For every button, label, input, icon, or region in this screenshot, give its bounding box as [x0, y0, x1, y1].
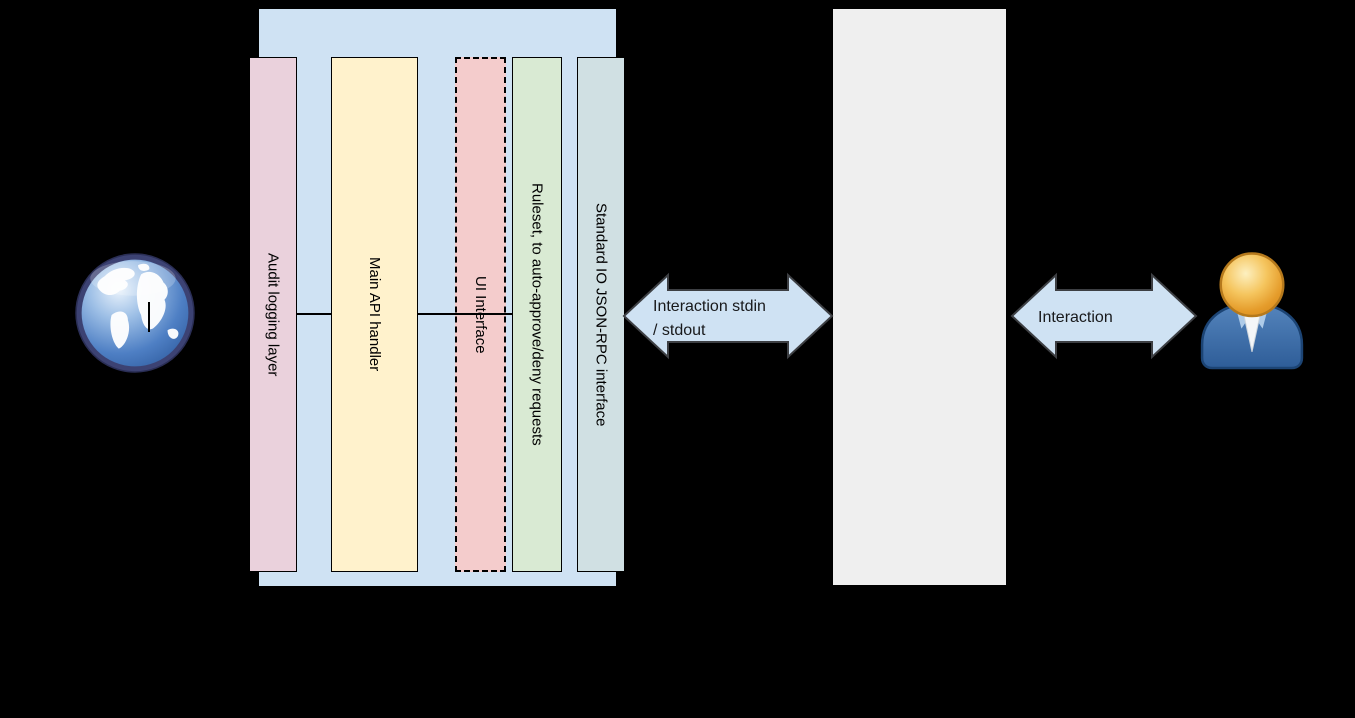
double-arrow-icon [622, 272, 834, 360]
globe-icon-graphic [75, 253, 195, 373]
main-api-handler-label: Main API handler [366, 257, 383, 372]
stdio-arrow-label-line1: Interaction stdin [653, 298, 766, 315]
stdio-arrow-label-line2: / stdout [653, 322, 706, 339]
double-arrow-icon [1010, 272, 1198, 360]
stdio-interaction-arrow: Interaction stdin / stdout [622, 272, 834, 360]
globe-icon [74, 252, 196, 374]
user-arrow-label: Interaction [1038, 309, 1113, 326]
stdio-interface-label: Standard IO JSON-RPC interface [592, 202, 610, 427]
stdio-interface-box: Standard IO JSON-RPC interface [577, 57, 625, 572]
user-interaction-arrow: Interaction [1010, 272, 1198, 360]
audit-logging-layer-box: Audit logging layer [249, 57, 297, 572]
some-ui-title: Some UI [646, 13, 709, 30]
some-ui-list-item: PyQTSigner [10, 108, 98, 125]
audit-logging-layer-label: Audit logging layer [264, 252, 282, 377]
user-icon-graphic [1200, 252, 1304, 370]
some-ui-list: Clef-ui Cleftron PyQTSigner GTKSigner [10, 62, 97, 150]
some-ui-list-item: Clef-ui [10, 64, 57, 81]
user-icon [1199, 251, 1305, 370]
some-ui-list-item: Cleftron [10, 86, 67, 103]
connector-api-ui-line [418, 313, 512, 315]
globe-connector-stub [148, 302, 150, 332]
main-api-handler-box: Main API handler [331, 57, 418, 572]
some-ui-box [832, 8, 1007, 586]
connector-audit-api-line [297, 313, 331, 315]
clef-daemon-title: Clef daemon [632, 13, 723, 30]
some-ui-list-item: GTKSigner [10, 130, 90, 147]
ruleset-label: Ruleset, to auto-approve/deny requests [528, 183, 546, 446]
stdio-arrow-label: Interaction stdin / stdout [653, 295, 766, 343]
clef-daemon-container [258, 8, 617, 587]
ruleset-box: Ruleset, to auto-approve/deny requests [512, 57, 562, 572]
